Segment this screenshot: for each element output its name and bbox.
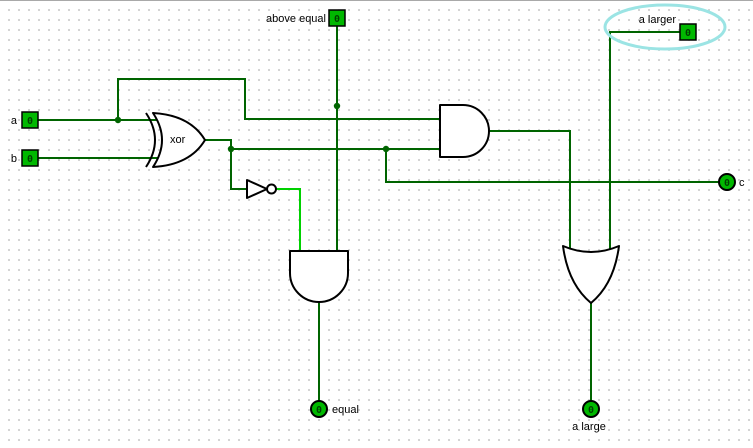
input-pin-a-larger[interactable]: 0 <box>679 23 697 41</box>
pin-a-large-label: a large <box>572 421 606 433</box>
junctions-layer <box>114 102 390 153</box>
not-bubble <box>266 183 277 195</box>
output-pin-a-large[interactable]: 0 <box>582 400 600 418</box>
pin-above-equal-value: 0 <box>334 14 340 25</box>
output-pin-equal[interactable]: 0 <box>310 400 328 418</box>
pin-a-large-body[interactable] <box>582 400 600 418</box>
input-pin-a[interactable]: 0 <box>21 111 39 129</box>
input-pin-b[interactable]: 0 <box>21 149 39 167</box>
pin-a-value: 0 <box>27 116 33 127</box>
gates-layer: xor <box>145 104 620 304</box>
input-pin-above-equal[interactable]: 0 <box>328 9 346 27</box>
pin-equal-label: equal <box>332 404 359 416</box>
wire-to-output-c[interactable] <box>385 148 720 183</box>
pin-b-label: b <box>11 153 17 165</box>
wire-a-larger[interactable] <box>609 31 681 254</box>
pin-above-equal-label: above equal <box>266 13 326 25</box>
output-pin-c[interactable]: 0 <box>718 173 736 191</box>
wires-layer <box>37 25 720 402</box>
wire-and-to-or[interactable] <box>488 130 571 254</box>
wire-xor-to-not[interactable] <box>204 139 248 190</box>
pin-c-body[interactable] <box>718 173 736 191</box>
pin-a-label: a <box>11 115 18 127</box>
pin-a-body[interactable] <box>21 111 39 129</box>
and-gate-equal[interactable] <box>289 250 349 303</box>
highlight-ellipse-a-larger <box>603 3 727 51</box>
junction-xor-branch <box>227 145 235 153</box>
pin-equal-value: 0 <box>316 405 322 416</box>
wire-not-to-and-high[interactable] <box>275 188 301 252</box>
pins-layer: 0 a 0 b 0 above equal 0 a larger 0 equal… <box>11 9 745 433</box>
pin-a-large-value: 0 <box>588 405 594 416</box>
pin-b-body[interactable] <box>21 149 39 167</box>
pin-a-larger-value: 0 <box>685 28 691 39</box>
pin-a-larger-body[interactable] <box>679 23 697 41</box>
xor-back-arc <box>145 112 156 168</box>
junction-a-branch <box>114 116 122 124</box>
pin-b-value: 0 <box>27 154 33 165</box>
not-gate[interactable] <box>246 179 277 199</box>
pin-c-value: 0 <box>724 178 730 189</box>
junction-above-equal <box>333 102 341 110</box>
not-triangle[interactable] <box>246 179 268 199</box>
wire-a-branch-to-and[interactable] <box>117 78 441 121</box>
or-gate-a-large[interactable] <box>562 245 620 304</box>
xor-body[interactable] <box>152 112 206 168</box>
pin-c-label: c <box>739 177 745 189</box>
xor-gate-label: xor <box>170 134 186 146</box>
pin-a-larger-label: a larger <box>639 14 677 26</box>
and-gate-main[interactable] <box>439 104 490 158</box>
junction-c-branch <box>382 145 390 153</box>
pin-equal-body[interactable] <box>310 400 328 418</box>
pin-above-equal-body[interactable] <box>328 9 346 27</box>
xor-gate[interactable]: xor <box>145 112 206 168</box>
